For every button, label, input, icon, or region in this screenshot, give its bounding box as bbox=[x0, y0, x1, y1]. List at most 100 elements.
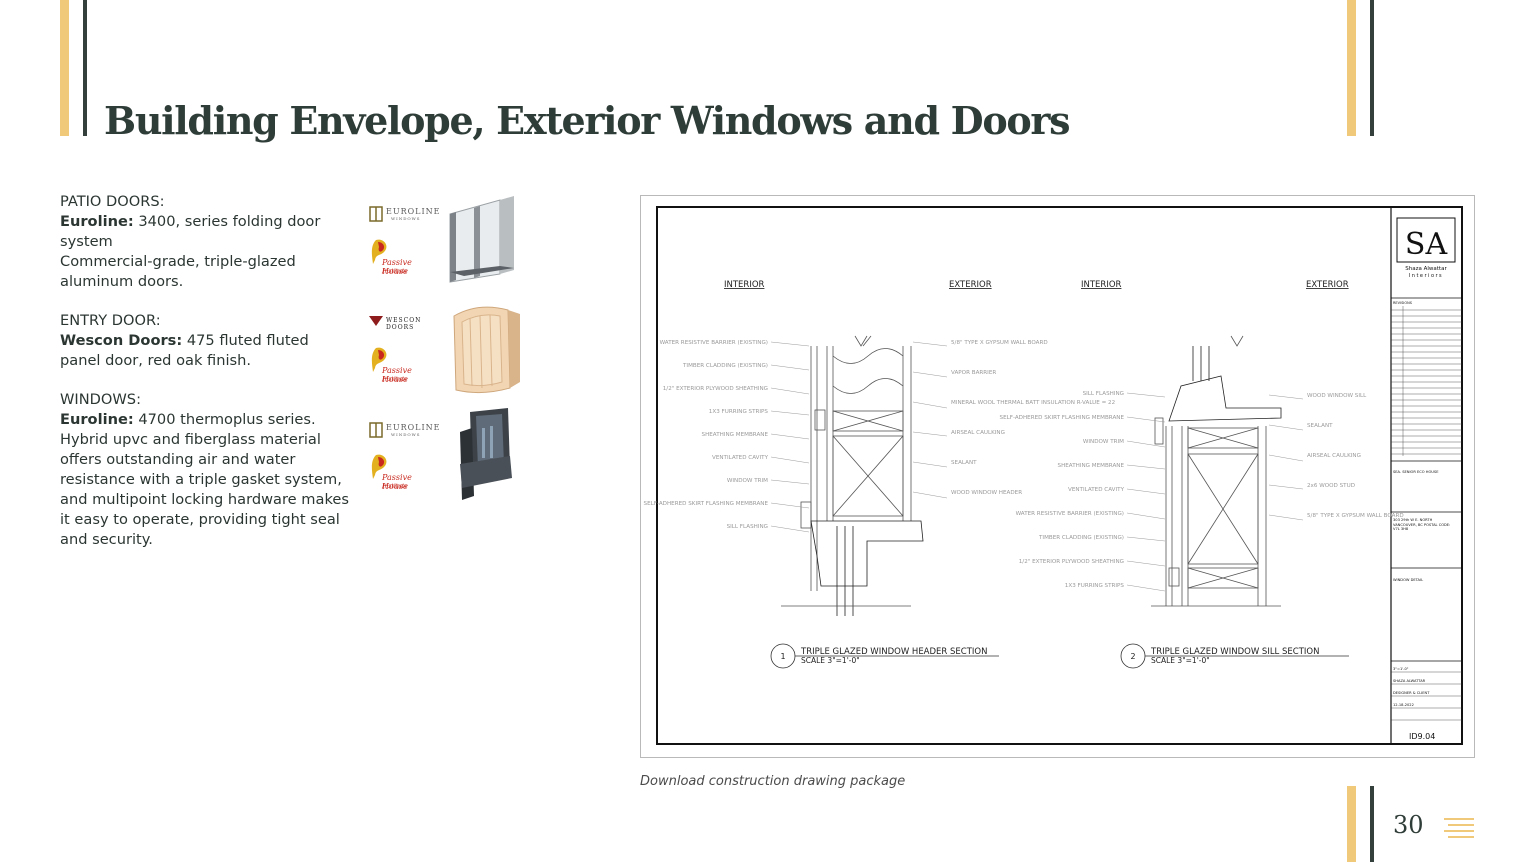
spec-text-column: PATIO DOORS: Euroline: 3400, series fold… bbox=[60, 192, 350, 569]
callout-label: 5/8" TYPE X GYPSUM WALL BOARD bbox=[951, 340, 1048, 346]
leader-line bbox=[770, 456, 810, 464]
callout-label: SHEATHING MEMBRANE bbox=[702, 432, 769, 438]
accent-bar-dark-right bbox=[1370, 0, 1374, 136]
callout-label: 5/8" TYPE X GYPSUM WALL BOARD bbox=[1307, 513, 1404, 519]
callout-label: SELF-ADHERED SKIRT FLASHING MEMBRANE bbox=[644, 501, 769, 507]
interior-label-1: INTERIOR bbox=[724, 280, 765, 290]
detail-number-1: 1 bbox=[780, 652, 785, 661]
leader-line bbox=[912, 401, 948, 409]
callout-label: SEALANT bbox=[1307, 423, 1333, 429]
leader-line bbox=[1126, 560, 1166, 567]
callout-label: SELF-ADHERED SKIRT FLASHING MEMBRANE bbox=[1000, 415, 1125, 421]
section-heading: PATIO DOORS: bbox=[60, 193, 165, 210]
revisions-label: REVISIONS bbox=[1393, 301, 1413, 305]
callout-label: 1X3 FURRING STRIPS bbox=[1065, 583, 1125, 589]
leader-line bbox=[770, 525, 810, 533]
detail-number-2: 2 bbox=[1130, 652, 1135, 661]
leader-line bbox=[912, 341, 948, 347]
sheet-number: ID9.04 bbox=[1409, 732, 1435, 741]
leader-line bbox=[912, 461, 948, 468]
leader-line bbox=[1268, 514, 1304, 521]
project-address: 303 29th W E. NORTH VANCOUVER, BC POSTAL… bbox=[1393, 518, 1451, 532]
callout-labels: WATER RESISTIVE BARRIER (EXISTING) TIMBER… bbox=[644, 340, 1404, 592]
spec-text: 4700 thermoplus series. Hybrid upvc and … bbox=[60, 411, 349, 548]
callout-label: 1/2" EXTERIOR PLYWOOD SHEATHING bbox=[1019, 559, 1124, 565]
callout-label: AIRSEAL CAULKING bbox=[951, 430, 1005, 436]
callout-label: WINDOW TRIM bbox=[727, 478, 768, 484]
callout-label: AIRSEAL CAULKING bbox=[1307, 453, 1361, 459]
leader-line bbox=[1126, 416, 1166, 423]
leader-line bbox=[1126, 488, 1166, 495]
leader-line bbox=[770, 502, 810, 509]
accent-bar-gold-right bbox=[1347, 0, 1356, 136]
wescon-logo: WESCON DOORS bbox=[369, 314, 439, 331]
spec-text: Commercial-grade, triple-glazed aluminum… bbox=[60, 253, 296, 290]
drawn-by: SHAZA ALWATTAR bbox=[1393, 679, 1426, 683]
leader-line bbox=[770, 433, 810, 440]
entry-door-section: ENTRY DOOR: Wescon Doors: 475 fluted flu… bbox=[60, 311, 350, 371]
download-link[interactable]: Download construction drawing package bbox=[640, 774, 906, 789]
header-section-detail bbox=[781, 335, 924, 616]
section-heading: WINDOWS: bbox=[60, 391, 141, 408]
detail-title-1: TRIPLE GLAZED WINDOW HEADER SECTION bbox=[800, 647, 987, 657]
passive-house-logo-1: Passive House Institute bbox=[370, 238, 432, 278]
exterior-label-1: EXTERIOR bbox=[949, 280, 992, 290]
patio-door-image bbox=[444, 194, 520, 286]
leader-line bbox=[1126, 536, 1166, 542]
leader-line bbox=[1268, 394, 1304, 400]
callout-label: SHEATHING MEMBRANE bbox=[1058, 463, 1125, 469]
section-heading: ENTRY DOOR: bbox=[60, 312, 161, 329]
callout-label: VAPOR BARRIER bbox=[951, 370, 996, 376]
checked-by: DESIGNER & CLIENT bbox=[1393, 691, 1430, 695]
project-name: SEA. SENIOR ECO HOUSE bbox=[1393, 470, 1439, 474]
callout-label: 1X3 FURRING STRIPS bbox=[709, 409, 769, 415]
accent-bar-dark-bottom bbox=[1370, 786, 1374, 862]
brand-name: Euroline: bbox=[60, 213, 134, 230]
drawing-name: WINDOW DETAIL bbox=[1393, 578, 1423, 582]
leader-line bbox=[770, 341, 810, 347]
detail-scale-1: SCALE 3"=1'-0" bbox=[801, 656, 860, 665]
callout-label: TIMBER CLADDING (EXISTING) bbox=[1038, 535, 1124, 541]
logo-mark: SA bbox=[1405, 227, 1448, 262]
accent-bar-gold-bottom bbox=[1347, 786, 1356, 862]
passive-house-logo-2: Passive House Institute bbox=[370, 346, 432, 386]
interior-label-2: INTERIOR bbox=[1081, 280, 1122, 290]
leader-line bbox=[1268, 484, 1304, 490]
callout-label: WOOD WINDOW HEADER bbox=[951, 490, 1022, 496]
leader-line bbox=[770, 364, 810, 371]
exterior-label-2: EXTERIOR bbox=[1306, 280, 1349, 290]
drawing-sheet: INTERIOR EXTERIOR INTERIOR EXTERIOR WATE… bbox=[644, 206, 1463, 745]
spec-text: 3400, series folding door system bbox=[60, 213, 321, 250]
callout-label: SEALANT bbox=[951, 460, 977, 466]
logo-sub: Interiors bbox=[1409, 273, 1443, 279]
sill-section-detail bbox=[1151, 335, 1282, 607]
callout-label: SILL FLASHING bbox=[1083, 391, 1124, 397]
leader-line bbox=[1126, 512, 1166, 520]
callout-label: WINDOW TRIM bbox=[1083, 439, 1124, 445]
callout-label: MINERAL WOOL THERMAL BATT INSULATION R-V… bbox=[951, 400, 1115, 406]
leader-line bbox=[770, 387, 810, 395]
title-block: SA Shaza Alwattar Interiors REVISIONS SE… bbox=[1391, 217, 1462, 741]
callout-label: WATER RESISTIVE BARRIER (EXISTING) bbox=[660, 340, 768, 346]
euroline-logo-1: EUROLINE WINDOWS bbox=[369, 204, 439, 224]
callout-label: VENTILATED CAVITY bbox=[712, 455, 769, 461]
logo-name: Shaza Alwattar bbox=[1405, 266, 1447, 272]
drawing-headings: INTERIOR EXTERIOR INTERIOR EXTERIOR bbox=[724, 280, 1349, 290]
leader-line bbox=[912, 371, 948, 378]
brand-name: Euroline: bbox=[60, 411, 134, 428]
spec-text: 475 fluted fluted panel door, red oak fi… bbox=[60, 332, 309, 369]
menu-icon[interactable] bbox=[1444, 818, 1474, 840]
leader-line bbox=[1126, 440, 1166, 448]
leader-line bbox=[770, 479, 810, 485]
detail-titles: 1 TRIPLE GLAZED WINDOW HEADER SECTION SC… bbox=[770, 643, 1349, 669]
callout-label: 2x6 WOOD STUD bbox=[1307, 483, 1355, 489]
window-profile-image bbox=[460, 408, 512, 500]
callout-label: WATER RESISTIVE BARRIER (EXISTING) bbox=[1016, 511, 1124, 517]
callout-label: SILL FLASHING bbox=[727, 524, 768, 530]
detail-scale-2: SCALE 3"=1'-0" bbox=[1151, 656, 1210, 665]
brand-name: Wescon Doors: bbox=[60, 332, 183, 349]
euroline-logo-2: EUROLINE WINDOWS bbox=[369, 420, 439, 440]
accent-bar-dark-left bbox=[83, 0, 87, 136]
leader-line bbox=[1126, 392, 1166, 398]
page-title: Building Envelope, Exterior Windows and … bbox=[104, 98, 1071, 143]
